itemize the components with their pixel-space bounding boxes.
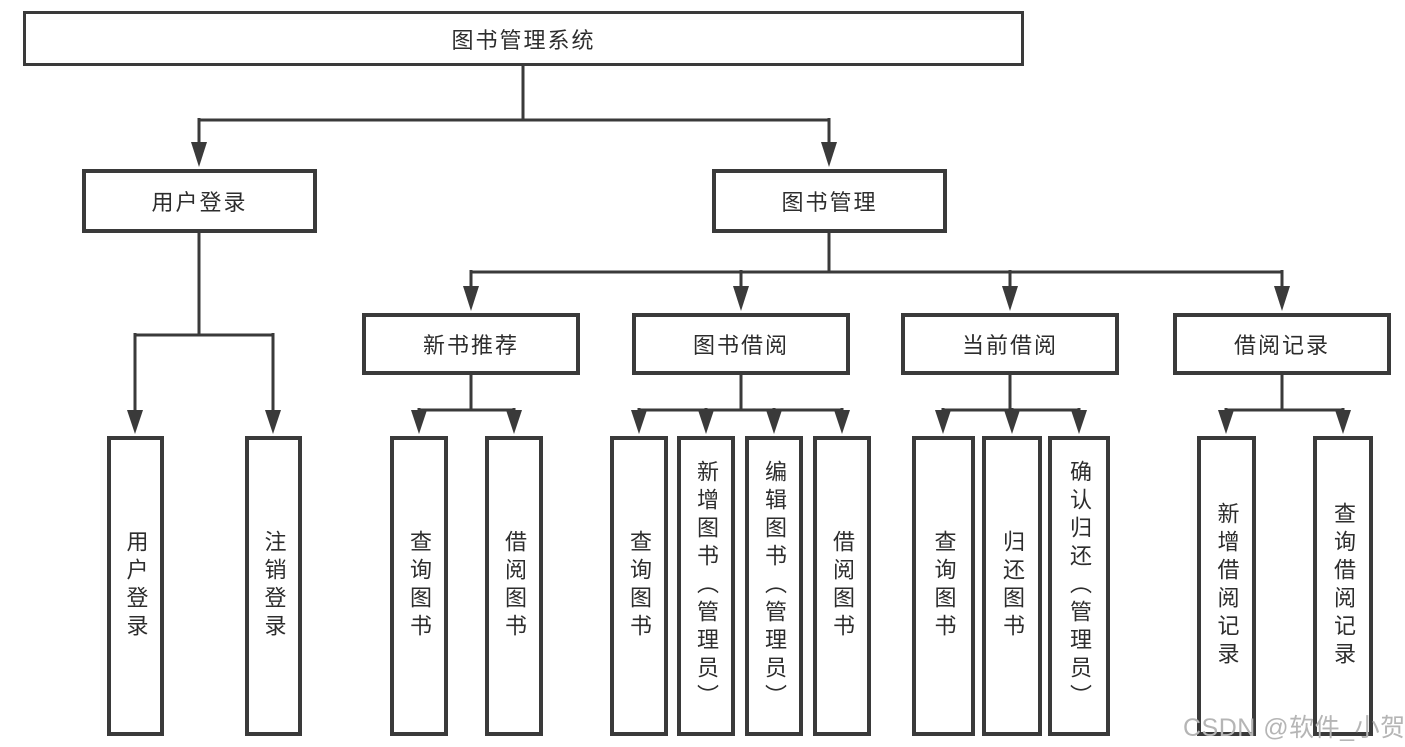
node-label: 当前借阅 xyxy=(961,333,1058,358)
leaf-label: 编辑图书（管理员） xyxy=(762,460,787,712)
node-library-management-system: 图书管理系统 xyxy=(23,11,1024,66)
leaf-label: 查询借阅记录 xyxy=(1331,502,1356,670)
node-borrowing-records: 借阅记录 xyxy=(1173,313,1391,375)
csdn-watermark: CSDN @软件_小贺同学 xyxy=(1183,714,1405,742)
node-book-borrowing: 图书借阅 xyxy=(632,313,850,375)
leaf-borrow-books-recommend: 借阅图书 xyxy=(485,436,543,736)
leaf-logout: 注销登录 xyxy=(245,436,302,736)
leaf-label: 借阅图书 xyxy=(830,530,855,642)
node-label: 用户登录 xyxy=(151,190,248,215)
node-new-book-recommendation: 新书推荐 xyxy=(362,313,580,375)
leaf-label: 用户登录 xyxy=(123,530,149,642)
leaf-label: 查询图书 xyxy=(627,530,652,642)
node-user-login: 用户登录 xyxy=(82,169,317,233)
leaf-query-books-recommend: 查询图书 xyxy=(390,436,448,736)
leaf-return-books: 归还图书 xyxy=(982,436,1042,736)
leaf-query-borrow-record: 查询借阅记录 xyxy=(1313,436,1373,736)
node-current-borrowing: 当前借阅 xyxy=(901,313,1119,375)
node-label: 图书管理 xyxy=(781,190,878,215)
leaf-label: 借阅图书 xyxy=(502,530,527,642)
leaf-label: 归还图书 xyxy=(1000,530,1025,642)
leaf-label: 查询图书 xyxy=(931,530,957,642)
leaf-add-borrow-record: 新增借阅记录 xyxy=(1197,436,1256,736)
leaf-label: 确认归还（管理员） xyxy=(1067,460,1092,712)
leaf-query-books-current: 查询图书 xyxy=(912,436,975,736)
leaf-confirm-return-admin: 确认归还（管理员） xyxy=(1048,436,1110,736)
leaf-label: 新增图书（管理员） xyxy=(694,460,719,712)
node-book-management: 图书管理 xyxy=(712,169,947,233)
node-label: 图书借阅 xyxy=(692,333,789,358)
node-label: 新书推荐 xyxy=(422,333,519,358)
leaf-add-books-admin: 新增图书（管理员） xyxy=(677,436,735,736)
leaf-label: 新增借阅记录 xyxy=(1214,502,1240,670)
leaf-borrow-books: 借阅图书 xyxy=(813,436,871,736)
leaf-label: 注销登录 xyxy=(261,530,287,642)
leaf-label: 查询图书 xyxy=(407,530,432,642)
leaf-edit-books-admin: 编辑图书（管理员） xyxy=(745,436,803,736)
leaf-query-books-borrow: 查询图书 xyxy=(610,436,668,736)
node-label: 图书管理系统 xyxy=(451,27,596,53)
leaf-user-login: 用户登录 xyxy=(107,436,164,736)
node-label: 借阅记录 xyxy=(1233,333,1330,358)
